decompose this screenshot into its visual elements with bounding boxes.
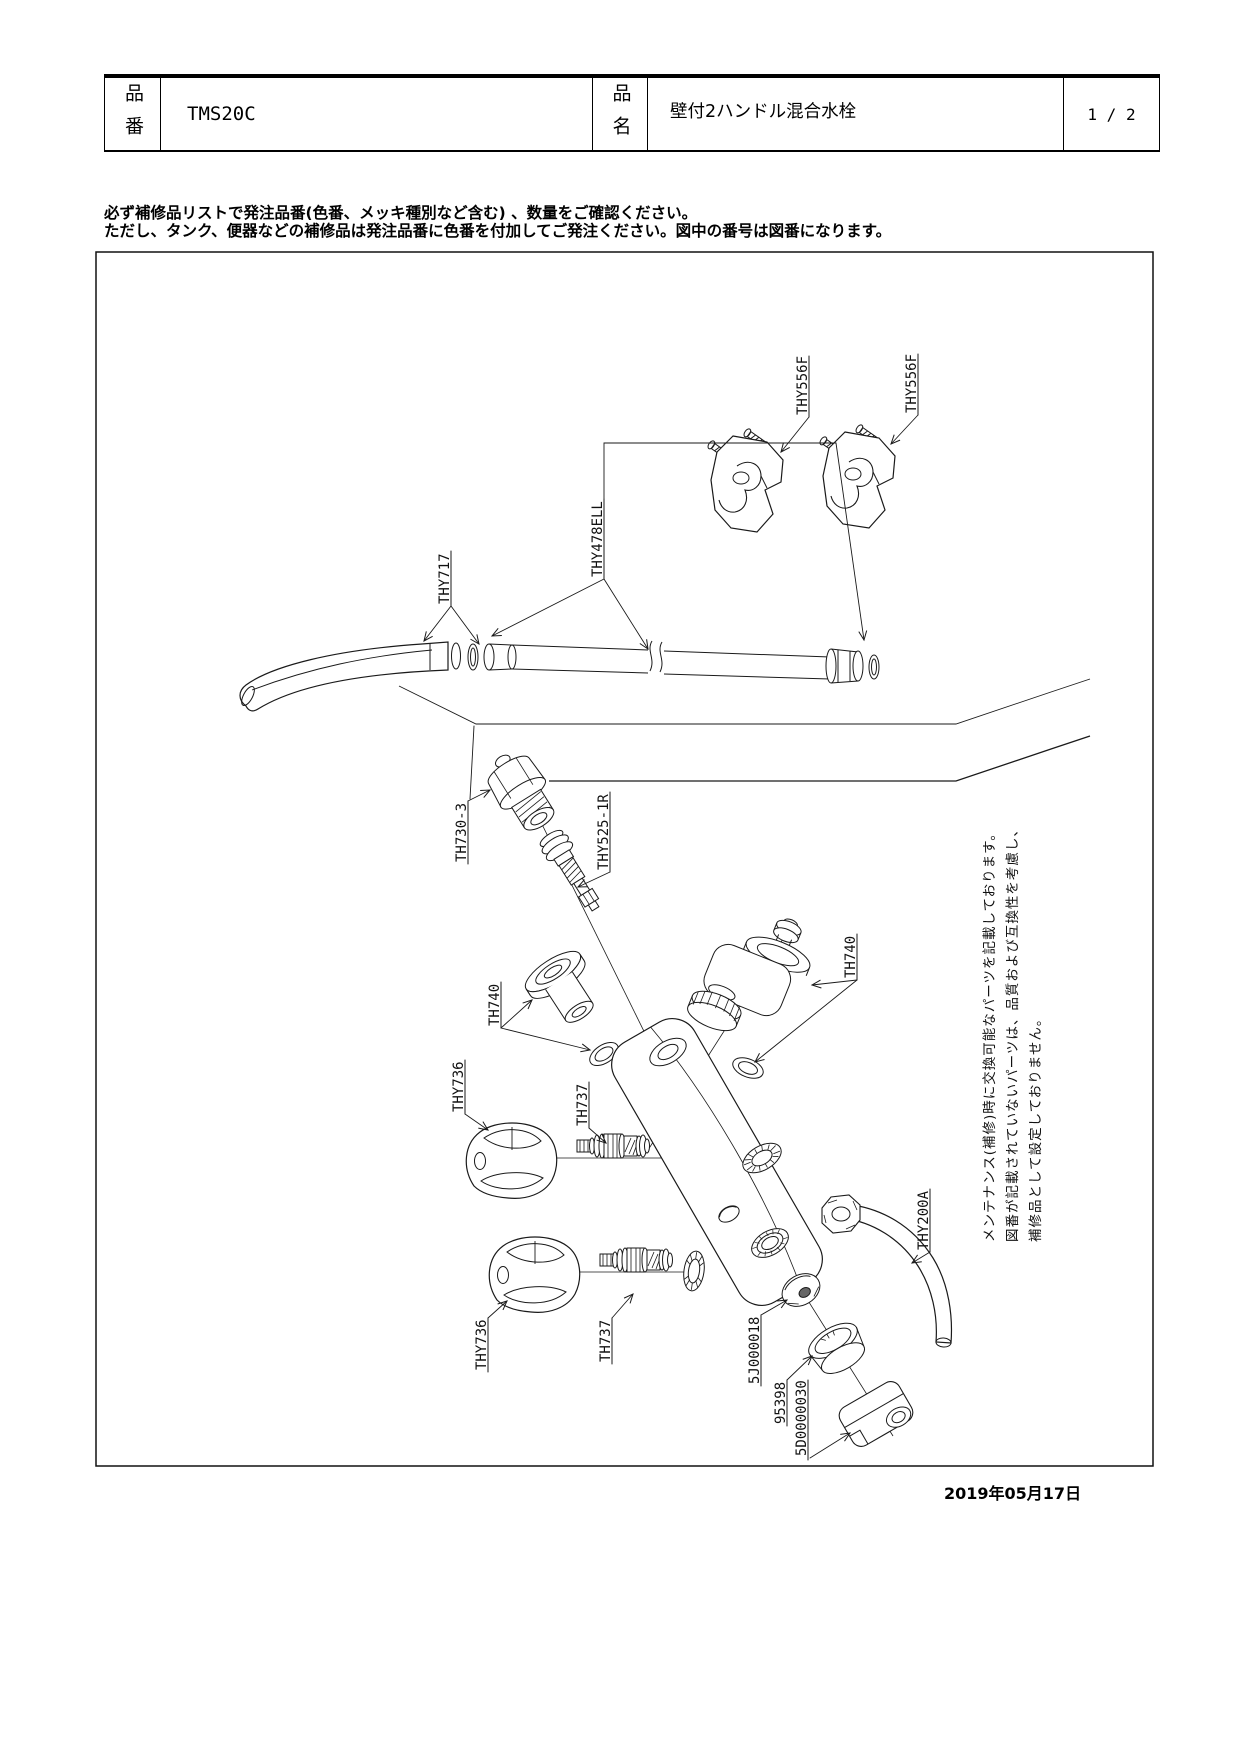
spout-holder (838, 1381, 914, 1447)
diagram-border (95, 251, 1154, 1467)
order-notice-line1: 必ず補修品リストで発注品番(色番、メッキ種別など含む) 、数量をご確認ください。 (104, 204, 698, 222)
page-indicator-cell: 1 / 2 (1064, 78, 1159, 150)
order-notice-line2: ただし、タンク、便器などの補修品は発注品番に色番を付加してご発注ください。図中の… (104, 222, 892, 240)
check-valve-right-washer (729, 1053, 767, 1083)
label-th737-lower: TH737 (598, 1320, 614, 1362)
issue-date-value: 2019年05月17日 (944, 1484, 1082, 1503)
label-thy556f-2: THY556F (904, 354, 920, 413)
spout-packing-rings (451, 642, 479, 671)
label-thy717: THY717 (437, 553, 453, 604)
body-left-port (683, 1250, 705, 1292)
label-95398: 95398 (773, 1382, 789, 1424)
cartridge-lower (599, 1247, 673, 1273)
pipe-cap-nut (821, 1194, 861, 1234)
part-no-cell: TMS20C (161, 78, 593, 150)
body-outlet-port (751, 1228, 789, 1258)
title-block: 品番 TMS20C 品名 壁付2ハンドル混合水栓 1 / 2 (104, 74, 1160, 152)
issue-date: 2019年05月17日 (944, 1480, 1081, 1504)
pipe-nut (825, 648, 864, 684)
crossover-pipe (483, 640, 880, 684)
label-thy478ell: THY478ELL (590, 501, 606, 577)
label-thy200a: THY200A (916, 1190, 932, 1250)
maintenance-note-line2: 図番が記載されていないパーツは、品質および互換性を考慮し、 (1004, 822, 1021, 1242)
elbow-fitting (487, 754, 555, 831)
page-indicator: 1 / 2 (1087, 104, 1136, 124)
label-thy736-upper: THY736 (451, 1061, 467, 1112)
check-valve-left (524, 950, 594, 1023)
part-name-value: 壁付2ハンドル混合水栓 (670, 102, 857, 122)
handle-knob-upper (465, 1122, 558, 1199)
part-labels: THY556F THY556F THY717 THY478ELL TH730-3 (423, 353, 932, 1461)
body-top-port (649, 1037, 687, 1067)
label-thy525-1r: THY525-1R (596, 794, 612, 870)
part-name-label: 品名 (609, 82, 632, 149)
part-no-value: TMS20C (187, 103, 256, 125)
label-th737-upper: TH737 (575, 1084, 591, 1126)
maintenance-note: メンテナンス(補修)時に交換可能なパーツを記載しております。 図番が記載されてい… (981, 822, 1044, 1242)
label-thy556f-1: THY556F (795, 356, 811, 415)
label-th740-left: TH740 (487, 984, 503, 1026)
maintenance-note-line1: メンテナンス(補修)時に交換可能なパーツを記載しております。 (981, 826, 998, 1242)
label-thy736-lower: THY736 (474, 1319, 490, 1370)
part-name-label-cell: 品名 (593, 78, 648, 150)
label-th730-3: TH730-3 (454, 803, 470, 862)
body-right-port (742, 1142, 782, 1174)
part-name-cell: 壁付2ハンドル混合水栓 (648, 78, 1064, 150)
check-valve-right-nut (687, 990, 742, 1032)
label-th740-right: TH740 (843, 936, 859, 978)
maintenance-note-line3: 補修品として設定しておりません。 (1028, 1012, 1044, 1242)
label-5j000018: 5J000018 (747, 1317, 763, 1384)
pipe-washer (868, 654, 880, 680)
check-valve-right (687, 918, 811, 1032)
label-5d0000030: 5D0000030 (794, 1380, 810, 1456)
order-notice: 必ず補修品リストで発注品番(色番、メッキ種別など含む) 、数量をご確認ください。… (104, 204, 891, 240)
body-dome (718, 1205, 740, 1223)
handle-knob-lower (488, 1236, 581, 1313)
aerator-cap (808, 1322, 865, 1374)
cartridge-upper (576, 1133, 650, 1159)
spout (239, 641, 449, 712)
part-no-label: 品番 (122, 82, 144, 149)
wall-bracket-2 (818, 423, 896, 529)
part-no-label-cell: 品番 (105, 78, 161, 150)
